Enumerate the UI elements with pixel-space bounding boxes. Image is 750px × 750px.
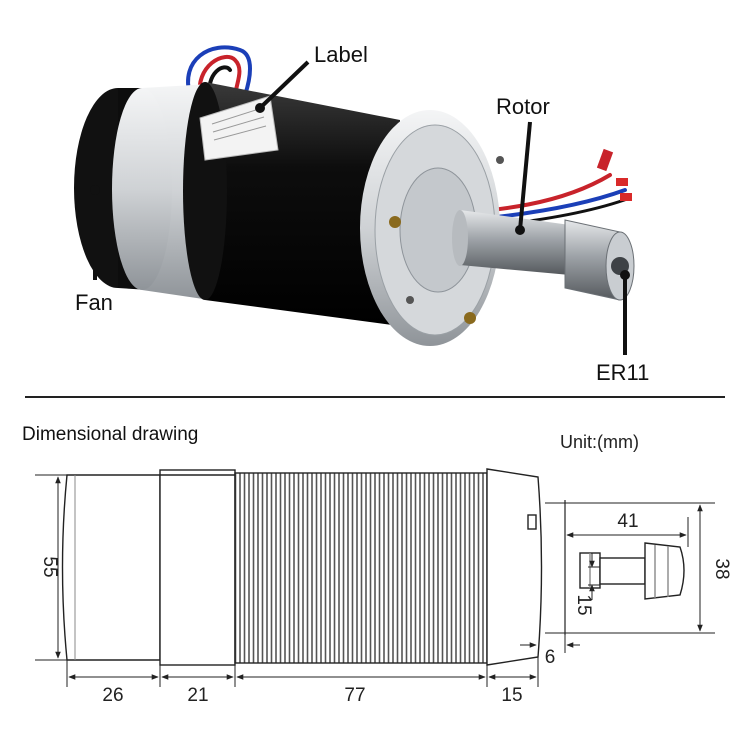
dim-end-length: 15 [501,685,522,706]
unit-label: Unit:(mm) [560,432,639,452]
fan-section [61,474,161,661]
callout-fan: Fan [75,290,113,315]
dim-gap: 6 [545,647,556,668]
callout-lines [93,60,627,355]
dim-body-length: 77 [344,685,365,706]
dim-shaft-length: 41 [617,511,638,532]
motor-photo [74,45,635,355]
finned-body [234,472,488,664]
callout-er11: ER11 [596,360,650,385]
collet [644,542,685,600]
dim-fan-length: 26 [102,685,123,706]
band-section [159,469,236,666]
dimensional-drawing: 55 26 21 77 15 6 38 41 15 [35,468,732,706]
callout-rotor: Rotor [496,94,550,119]
dim-band-length: 21 [187,685,208,706]
dim-diameter: 55 [39,556,60,577]
dim-shaft-diameter: 15 [573,594,594,615]
callout-label: Label [314,42,368,67]
section-divider [25,396,725,398]
drawing-title: Dimensional drawing [22,424,199,445]
front-end [486,468,543,666]
dim-flange-height: 38 [711,558,732,579]
